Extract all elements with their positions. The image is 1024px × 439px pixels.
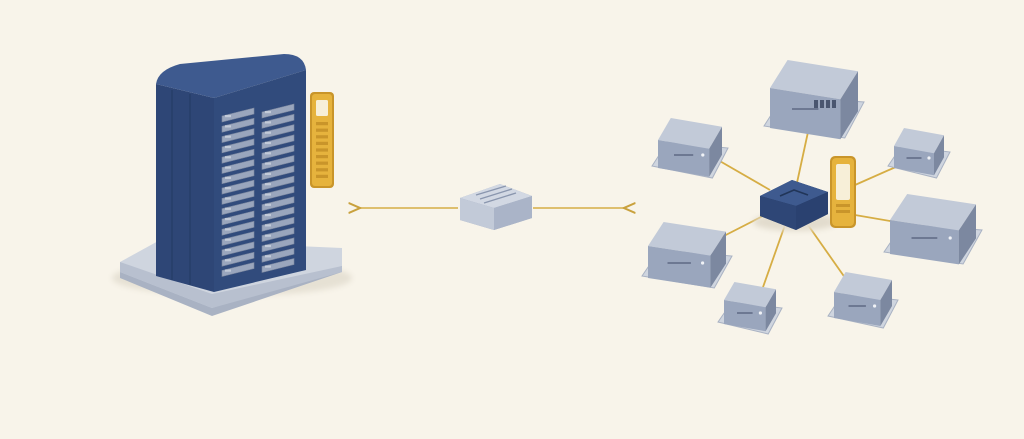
indicator-bar <box>316 174 328 178</box>
network-device-icon <box>460 184 532 230</box>
rack-slot <box>261 165 295 181</box>
rack-slot <box>221 117 255 133</box>
hub-icon <box>753 180 837 231</box>
indicator-bar <box>316 161 328 165</box>
rack-slot <box>221 210 255 226</box>
rack-slot <box>261 113 295 129</box>
server-rack-icon <box>112 54 352 316</box>
edge-server-top <box>763 60 865 140</box>
rack-slot <box>261 186 295 201</box>
edge-node-bottom-left <box>717 282 783 335</box>
indicator-bar <box>316 122 328 126</box>
rack-slot <box>261 237 295 253</box>
indicator-bar <box>316 155 328 159</box>
rack-slot <box>261 216 295 232</box>
rack-slot <box>221 220 255 236</box>
edge-node-left-upper <box>651 118 729 179</box>
edge-node-right-lower <box>883 194 983 265</box>
link-hub-to-right-lower <box>854 214 897 223</box>
rack-slot <box>261 175 295 191</box>
rack-slot <box>221 169 255 185</box>
rack-slot <box>221 241 255 257</box>
link-hub-to-left-upper <box>717 159 771 191</box>
rack-slot <box>261 103 295 119</box>
rack-slot <box>221 148 255 164</box>
indicator-bar <box>316 135 328 139</box>
rack-status-indicator-icon <box>310 92 334 188</box>
rack-slot <box>261 134 295 150</box>
rack-slot <box>221 138 255 154</box>
rack-slot <box>261 155 295 170</box>
rack-slot <box>221 262 255 277</box>
rack-slot <box>221 128 255 143</box>
indicator-bar <box>316 141 328 145</box>
rack-slot <box>221 179 255 195</box>
rack-slot <box>221 107 255 123</box>
rack-slot <box>261 206 295 222</box>
server-box-icon <box>883 194 983 265</box>
link-hub-to-bottom-left <box>761 224 786 291</box>
rack-drive-slots <box>221 103 295 277</box>
indicator-bar <box>316 168 328 172</box>
server-box-icon <box>763 60 865 140</box>
server-box-icon <box>887 128 951 179</box>
server-box-icon <box>651 118 729 179</box>
edge-node-bottom-right <box>827 272 899 329</box>
rack-slot <box>221 190 255 205</box>
link-hub-to-right-upper <box>854 165 899 186</box>
rack-slot <box>221 231 255 246</box>
rack-slot <box>261 258 295 273</box>
link-hub-to-bottom-right <box>807 224 849 283</box>
rack-slot <box>221 251 255 267</box>
rack-slot <box>261 247 295 263</box>
indicator-bar <box>316 128 328 132</box>
indicator-bar <box>316 148 328 152</box>
hub-status-indicator-icon <box>830 156 856 228</box>
server-box-icon <box>641 222 733 289</box>
rack-slot <box>261 196 295 212</box>
server-box-icon <box>827 272 899 329</box>
rack-slot <box>261 227 295 242</box>
rack-slot <box>261 124 295 139</box>
rack-slot <box>221 200 255 216</box>
rack-slot <box>221 159 255 174</box>
server-box-icon <box>717 282 783 335</box>
rack-slot <box>261 144 295 160</box>
edge-node-left-lower <box>641 222 733 289</box>
edge-node-right-upper <box>887 128 951 179</box>
